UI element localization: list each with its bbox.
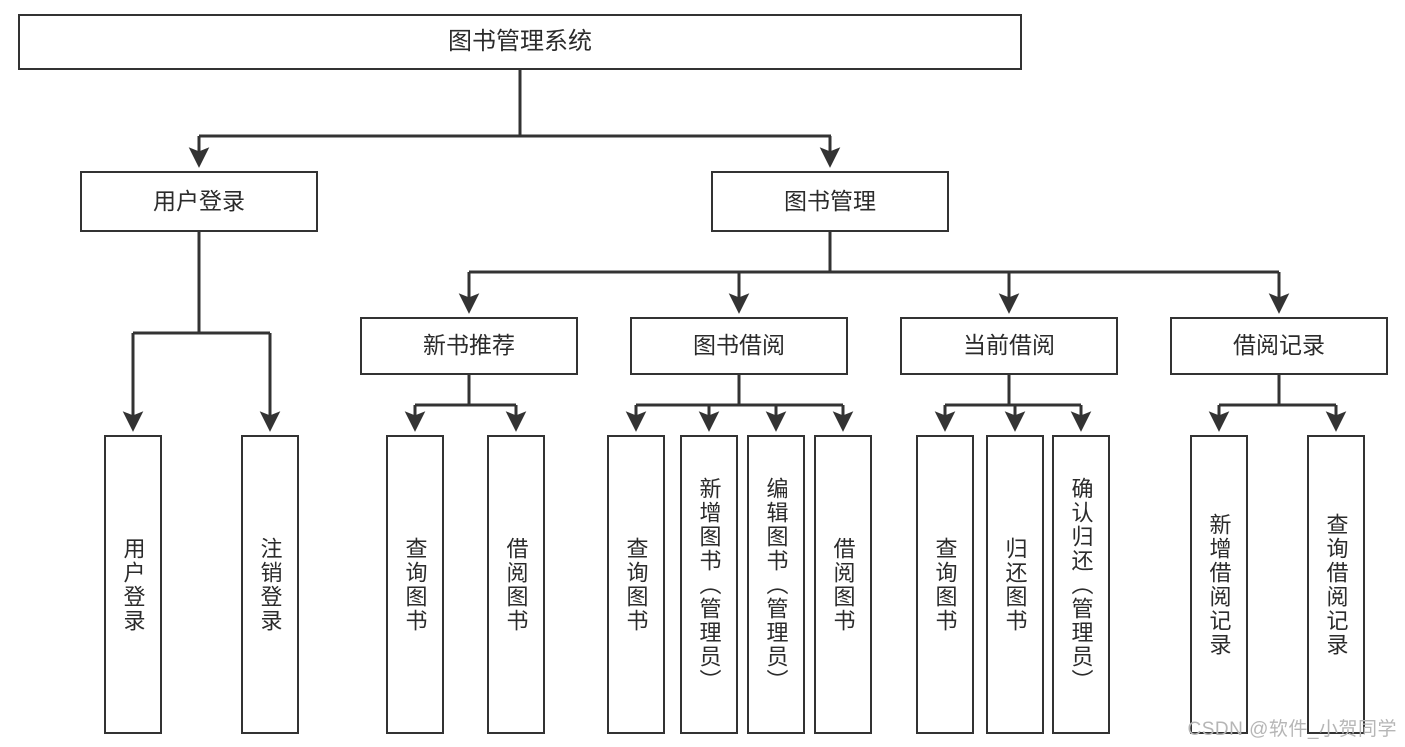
node-user-login[interactable]: 用户登录 [80,171,318,232]
node-leaf-query-book-2[interactable]: 查询图书 [607,435,665,734]
node-leaf-add-record[interactable]: 新增借阅记录 [1190,435,1248,734]
node-user-login-label: 用户登录 [153,187,245,214]
node-leaf-return-book[interactable]: 归还图书 [986,435,1044,734]
node-leaf-query-book-1-label: 查询图书 [402,536,428,633]
node-leaf-user-logout[interactable]: 注销登录 [241,435,299,734]
node-borrow-record[interactable]: 借阅记录 [1170,317,1388,375]
node-new-book-recommend-label: 新书推荐 [423,332,515,359]
node-current-borrow-label: 当前借阅 [963,332,1055,359]
node-book-manage-label: 图书管理 [784,187,876,214]
node-leaf-borrow-book-2-label: 借阅图书 [830,536,856,633]
node-leaf-query-record[interactable]: 查询借阅记录 [1307,435,1365,734]
node-root[interactable]: 图书管理系统 [18,14,1022,70]
node-leaf-user-login[interactable]: 用户登录 [104,435,162,734]
node-borrow-record-label: 借阅记录 [1233,332,1325,359]
node-leaf-query-book-1[interactable]: 查询图书 [386,435,444,734]
node-leaf-confirm-return[interactable]: 确认归还（管理员） [1052,435,1110,734]
node-current-borrow[interactable]: 当前借阅 [900,317,1118,375]
node-book-borrow[interactable]: 图书借阅 [630,317,848,375]
node-new-book-recommend[interactable]: 新书推荐 [360,317,578,375]
node-root-label: 图书管理系统 [448,27,592,55]
node-leaf-borrow-book-2[interactable]: 借阅图书 [814,435,872,734]
node-book-borrow-label: 图书借阅 [693,332,785,359]
node-leaf-borrow-book-1-label: 借阅图书 [503,536,529,633]
node-leaf-edit-book-label: 编辑图书（管理员） [763,476,789,693]
watermark: CSDN @软件_小贺同学 [1187,719,1397,740]
node-book-manage[interactable]: 图书管理 [711,171,949,232]
node-leaf-edit-book[interactable]: 编辑图书（管理员） [747,435,805,734]
node-leaf-return-book-label: 归还图书 [1002,536,1028,633]
node-leaf-add-record-label: 新增借阅记录 [1206,512,1232,657]
node-leaf-query-book-2-label: 查询图书 [623,536,649,633]
node-leaf-add-book[interactable]: 新增图书（管理员） [680,435,738,734]
node-leaf-user-login-label: 用户登录 [120,536,146,633]
node-leaf-query-book-3-label: 查询图书 [932,536,958,633]
node-leaf-query-record-label: 查询借阅记录 [1323,512,1349,657]
node-leaf-borrow-book-1[interactable]: 借阅图书 [487,435,545,734]
node-leaf-user-logout-label: 注销登录 [257,536,283,633]
node-leaf-confirm-return-label: 确认归还（管理员） [1068,476,1094,693]
node-leaf-add-book-label: 新增图书（管理员） [696,476,722,693]
node-leaf-query-book-3[interactable]: 查询图书 [916,435,974,734]
